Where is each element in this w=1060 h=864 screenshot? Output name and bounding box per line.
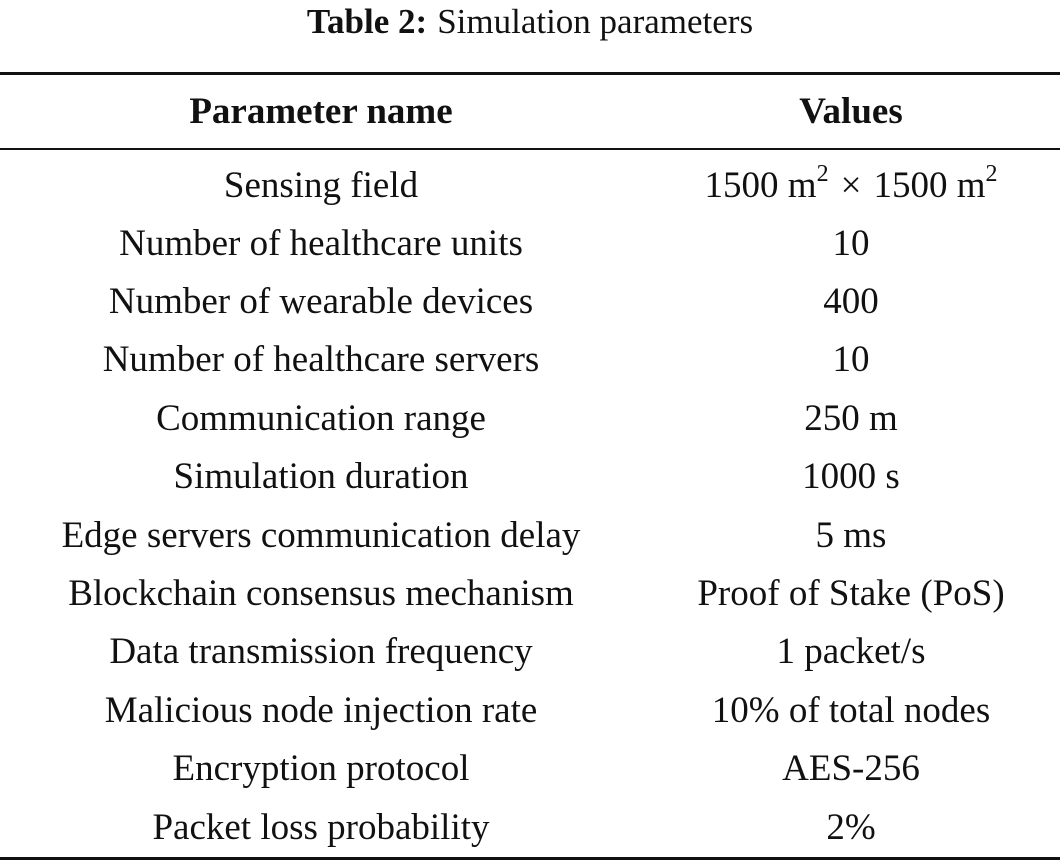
parameter-name-cell: Communication range (156, 397, 486, 439)
table-row: Sensing field 1500 m2×1500 m2 (0, 148, 1060, 214)
parameter-value-cell: 1 packet/s (776, 631, 926, 673)
parameter-value-cell: 5 ms (815, 514, 887, 556)
parameter-value-cell: 250 m (804, 397, 898, 439)
table-caption: Table 2:Simulation parameters (0, 0, 1060, 44)
parameter-value-cell: 10 (832, 222, 870, 264)
parameter-value-cell: 400 (823, 281, 879, 323)
times-symbol: × (840, 164, 862, 206)
parameter-name-cell: Edge servers communication delay (61, 514, 581, 556)
simulation-parameters-table: Parameter name Values Sensing field 1500… (0, 75, 1060, 856)
column-header-values: Values (799, 91, 903, 132)
table-row: Packet loss probability 2% (0, 798, 1060, 856)
parameter-value-cell: 10% of total nodes (711, 689, 991, 731)
top-rule (0, 72, 1060, 75)
table-row: Encryption protocol AES-256 (0, 740, 1060, 798)
caption-label: Table 2: (306, 2, 428, 41)
table-row: Number of wearable devices 400 (0, 272, 1060, 330)
parameter-value-cell: 1000 s (802, 456, 900, 498)
header-row: Parameter name Values (0, 75, 1060, 148)
sensing-field-right-value: 1500 m (873, 164, 986, 206)
sensing-field-left-value: 1500 m (704, 164, 817, 206)
sensing-field-right-exponent: 2 (985, 160, 998, 187)
table-row: Number of healthcare servers 10 (0, 331, 1060, 389)
parameter-value-cell: Proof of Stake (PoS) (697, 573, 1005, 615)
table-row: Blockchain consensus mechanism Proof of … (0, 564, 1060, 622)
bottom-rule (0, 857, 1060, 860)
parameter-name-cell: Number of healthcare servers (102, 339, 540, 381)
sensing-field-left-exponent: 2 (816, 160, 829, 187)
parameter-name-cell: Simulation duration (173, 456, 469, 498)
parameter-name-cell: Data transmission frequency (109, 631, 533, 673)
header-rule (0, 148, 1060, 150)
table-row: Data transmission frequency 1 packet/s (0, 623, 1060, 681)
table-row: Edge servers communication delay 5 ms (0, 506, 1060, 564)
caption-text: Simulation parameters (437, 2, 754, 41)
parameter-name-cell: Sensing field (223, 164, 419, 206)
parameter-value-cell: 1500 m2×1500 m2 (642, 148, 1060, 214)
parameter-name-cell: Number of healthcare units (119, 222, 523, 264)
column-header-parameter-name: Parameter name (189, 91, 453, 132)
parameter-name-cell: Malicious node injection rate (104, 689, 538, 731)
parameter-name-cell: Packet loss probability (152, 806, 490, 848)
parameter-name-cell: Encryption protocol (172, 748, 470, 790)
parameter-name-cell: Blockchain consensus mechanism (68, 573, 574, 615)
table-row: Simulation duration 1000 s (0, 448, 1060, 506)
parameter-value-cell: 2% (826, 806, 876, 848)
table-row: Communication range 250 m (0, 389, 1060, 447)
parameter-value-cell: 10 (832, 339, 870, 381)
table-row: Number of healthcare units 10 (0, 214, 1060, 272)
parameter-name-cell: Number of wearable devices (108, 281, 534, 323)
parameter-value-cell: AES-256 (782, 748, 920, 790)
table-row: Malicious node injection rate 10% of tot… (0, 681, 1060, 739)
